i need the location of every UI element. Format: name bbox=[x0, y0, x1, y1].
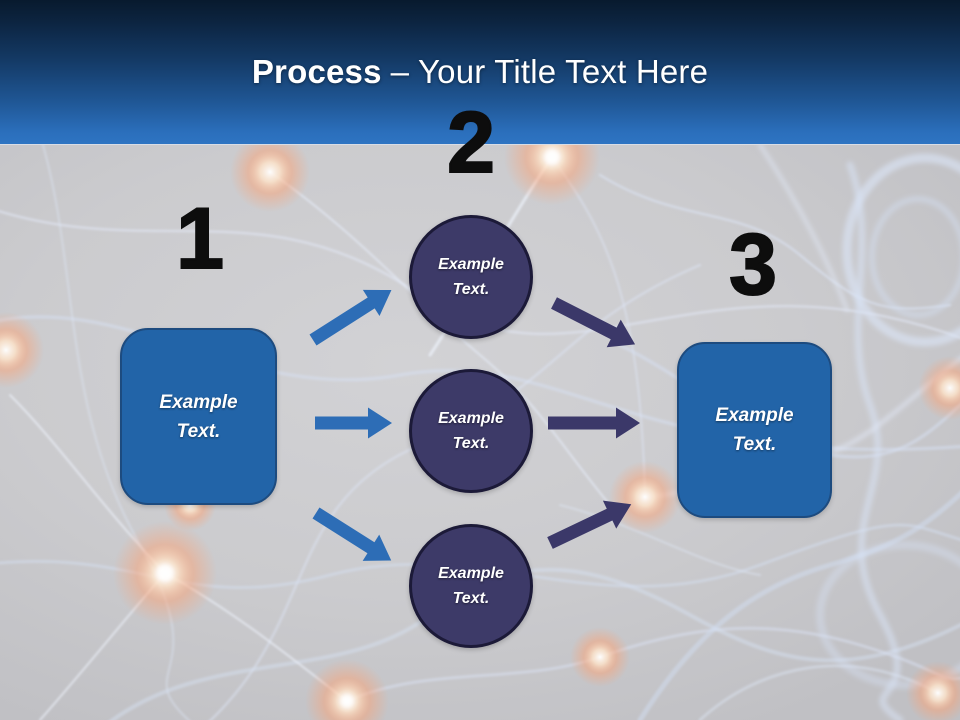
step2-circle1-label: Example Text. bbox=[438, 256, 504, 298]
step3-box-label: Example Text. bbox=[715, 405, 794, 455]
arrow-step1-to-circle1 bbox=[309, 289, 392, 346]
title-bar: Process– Your Title Text Here bbox=[0, 0, 960, 145]
arrow-circle2-to-step3 bbox=[548, 407, 640, 439]
step2-circle-1: Example Text. bbox=[409, 215, 533, 339]
step2-circle-3: Example Text. bbox=[409, 524, 533, 648]
arrow-circle3-to-step3 bbox=[547, 500, 632, 549]
step-number-2: 2 bbox=[446, 95, 496, 191]
arrows-from-step1 bbox=[309, 289, 392, 561]
step-number-3: 3 bbox=[728, 217, 778, 313]
synapse-glows bbox=[0, 145, 960, 720]
step2-circle3-label: Example Text. bbox=[438, 565, 504, 607]
slide-title: Process– Your Title Text Here bbox=[0, 0, 960, 90]
step2-circle2-label: Example Text. bbox=[438, 410, 504, 452]
arrows-to-step3 bbox=[547, 297, 640, 549]
arrow-circle1-to-step3 bbox=[551, 297, 636, 348]
arrow-step1-to-circle2 bbox=[315, 407, 392, 439]
step3-box: Example Text. bbox=[677, 342, 832, 518]
title-subtitle: – Your Title Text Here bbox=[390, 53, 709, 90]
step-number-1: 1 bbox=[175, 191, 225, 287]
title-keyword: Process bbox=[251, 53, 382, 90]
step2-circle-2: Example Text. bbox=[409, 369, 533, 493]
step1-box-label: Example Text. bbox=[159, 391, 238, 442]
arrow-step1-to-circle3 bbox=[312, 507, 392, 561]
step1-box: Example Text. bbox=[120, 328, 277, 505]
